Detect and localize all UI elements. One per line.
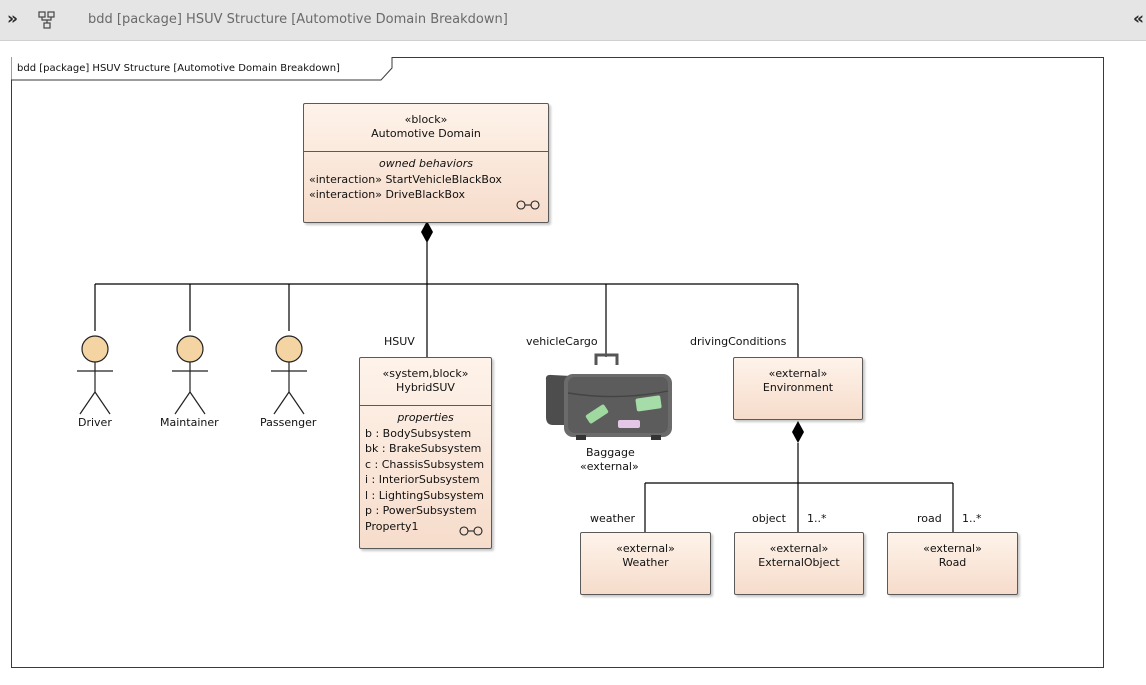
role-label-hsuv: HSUV	[384, 335, 415, 348]
behavior-row: «interaction» StartVehicleBlackBox	[309, 172, 502, 186]
composition-connectors	[94, 242, 954, 532]
property-row: i : InteriorSubsystem	[365, 473, 480, 486]
block-name: Automotive Domain	[371, 127, 481, 140]
actor-label-maintainer: Maintainer	[160, 416, 219, 429]
property-row: Property1	[365, 519, 419, 533]
baggage-stereotype: «external»	[580, 460, 639, 473]
diagram-toolbar: » bdd [package] HSUV Structure [Automoti…	[0, 0, 1146, 41]
role-label-object: object	[752, 512, 786, 525]
frame-label: bdd [package] HSUV Structure [Automotive…	[17, 63, 340, 74]
block-name: Weather	[622, 556, 669, 569]
rake-icon	[516, 200, 540, 210]
block-externalobject[interactable]: «external» ExternalObject	[734, 532, 864, 595]
block-hybridsuv[interactable]: «system,block» HybridSUV properties b : …	[359, 357, 492, 549]
composition-diamond	[421, 221, 433, 243]
block-road[interactable]: «external» Road	[887, 532, 1018, 595]
actor-driver-icon	[77, 335, 113, 415]
actor-label-driver: Driver	[78, 416, 112, 429]
block-environment[interactable]: «external» Environment	[733, 357, 863, 420]
block-name: Environment	[762, 381, 834, 394]
actor-maintainer-icon	[172, 335, 208, 415]
frame-tab	[11, 57, 393, 81]
properties-compartment: properties b : BodySubsystem bk : BrakeS…	[360, 405, 491, 534]
property-row: c : ChassisSubsystem	[365, 457, 485, 471]
block-stereotype: «external»	[769, 542, 829, 555]
block-stereotype: «external»	[616, 542, 675, 555]
role-label-road: road	[917, 512, 942, 525]
diagram-title: bdd [package] HSUV Structure [Automotive…	[88, 12, 508, 27]
rake-icon	[459, 526, 483, 536]
diagram-canvas: bdd [package] HSUV Structure [Automotive…	[0, 41, 1146, 685]
block-name: HybridSUV	[396, 381, 455, 394]
property-row: b : BodySubsystem	[365, 426, 472, 440]
actor-passenger-icon	[271, 335, 307, 415]
actor-label-passenger: Passenger	[260, 416, 317, 429]
connectors-layer	[77, 221, 954, 532]
block-name: Road	[938, 556, 967, 569]
role-label-weather: weather	[590, 512, 636, 525]
block-automotive-domain[interactable]: «block» Automotive Domain owned behavior…	[303, 103, 549, 223]
behavior-row: «interaction» DriveBlackBox	[309, 188, 465, 201]
owned-behaviors-compartment: owned behaviors «interaction» StartVehic…	[304, 151, 548, 203]
property-row: p : PowerSubsystem	[365, 504, 477, 517]
block-stereotype: «system,block»	[382, 367, 469, 380]
role-label-vehiclecargo: vehicleCargo	[526, 335, 598, 348]
compartment-title: properties	[397, 411, 454, 424]
collapse-icon[interactable]: «	[1133, 9, 1144, 29]
property-row: l : LightingSubsystem	[365, 488, 484, 502]
multiplicity-label: 1..*	[962, 512, 982, 525]
block-stereotype: «block»	[404, 113, 448, 126]
block-name: ExternalObject	[758, 556, 840, 569]
expand-icon[interactable]: »	[7, 9, 18, 29]
multiplicity-label: 1..*	[807, 512, 827, 525]
block-stereotype: «external»	[768, 367, 828, 380]
block-weather[interactable]: «external» Weather	[580, 532, 711, 595]
suitcase-icon	[545, 353, 672, 440]
composition-diamond	[792, 421, 804, 443]
compartment-title: owned behaviors	[379, 157, 473, 170]
block-stereotype: «external»	[923, 542, 982, 555]
baggage-name: Baggage	[586, 446, 635, 459]
diagram-icon	[38, 11, 55, 29]
role-label-drivingconditions: drivingConditions	[690, 335, 787, 348]
property-row: bk : BrakeSubsystem	[365, 442, 482, 455]
